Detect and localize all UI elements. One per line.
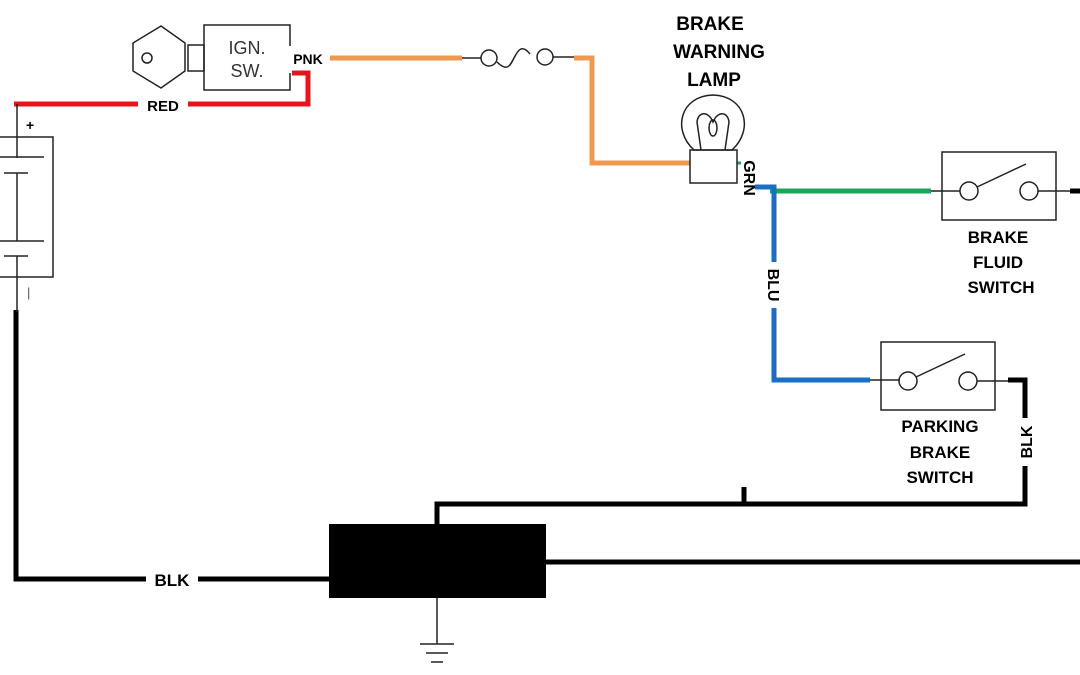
- red-label-bg: [138, 96, 188, 112]
- lamp-label-2: WARNING: [673, 42, 765, 63]
- ignition-switch-label-2: SW.: [230, 61, 263, 81]
- fuse-icon: [462, 48, 574, 68]
- ignition-switch-label-1: IGN.: [228, 38, 265, 58]
- parking-brake-switch-label-2: BRAKE: [910, 443, 970, 462]
- battery-minus-label: |: [27, 285, 30, 300]
- pink-wire-label: PNK: [293, 51, 323, 67]
- black-parking-wire-label: BLK: [1019, 425, 1036, 458]
- battery-plus-label: +: [26, 117, 34, 133]
- blue-label-bg: [764, 262, 784, 308]
- black-battery-label-bg: [146, 570, 198, 588]
- pink-wire-to-lamp: [574, 55, 690, 166]
- brake-fluid-switch-label-3: SWITCH: [967, 278, 1034, 297]
- lamp-label-1: BRAKE: [676, 14, 744, 35]
- black-battery-wire-label: BLK: [155, 571, 191, 590]
- ground-symbol-icon: [420, 598, 454, 663]
- parking-brake-switch-icon: [870, 341, 1008, 411]
- blue-wire-label: BLU: [764, 269, 781, 302]
- lamp-label-3: LAMP: [687, 70, 741, 91]
- chassis-ground-label: CHASSIS GROUND: [359, 553, 515, 572]
- brake-fluid-switch-label-1: BRAKE: [968, 228, 1028, 247]
- parking-brake-switch-label-3: SWITCH: [906, 468, 973, 487]
- battery-symbol: [0, 104, 54, 312]
- black-wire-parking-switch: [434, 377, 1028, 526]
- brake-fluid-switch-icon: [931, 151, 1070, 221]
- green-wire-label: GRN: [740, 160, 757, 196]
- lamp-bulb-icon: [680, 94, 746, 184]
- black-wire-battery: [13, 310, 330, 582]
- red-wire-label: RED: [147, 98, 179, 115]
- brake-fluid-switch-label-2: FLUID: [973, 253, 1023, 272]
- black-parking-label-bg: [1016, 418, 1036, 466]
- key-icon: [132, 25, 205, 89]
- parking-brake-switch-label-1: PARKING: [901, 417, 978, 436]
- chassis-ground-box: [329, 524, 546, 598]
